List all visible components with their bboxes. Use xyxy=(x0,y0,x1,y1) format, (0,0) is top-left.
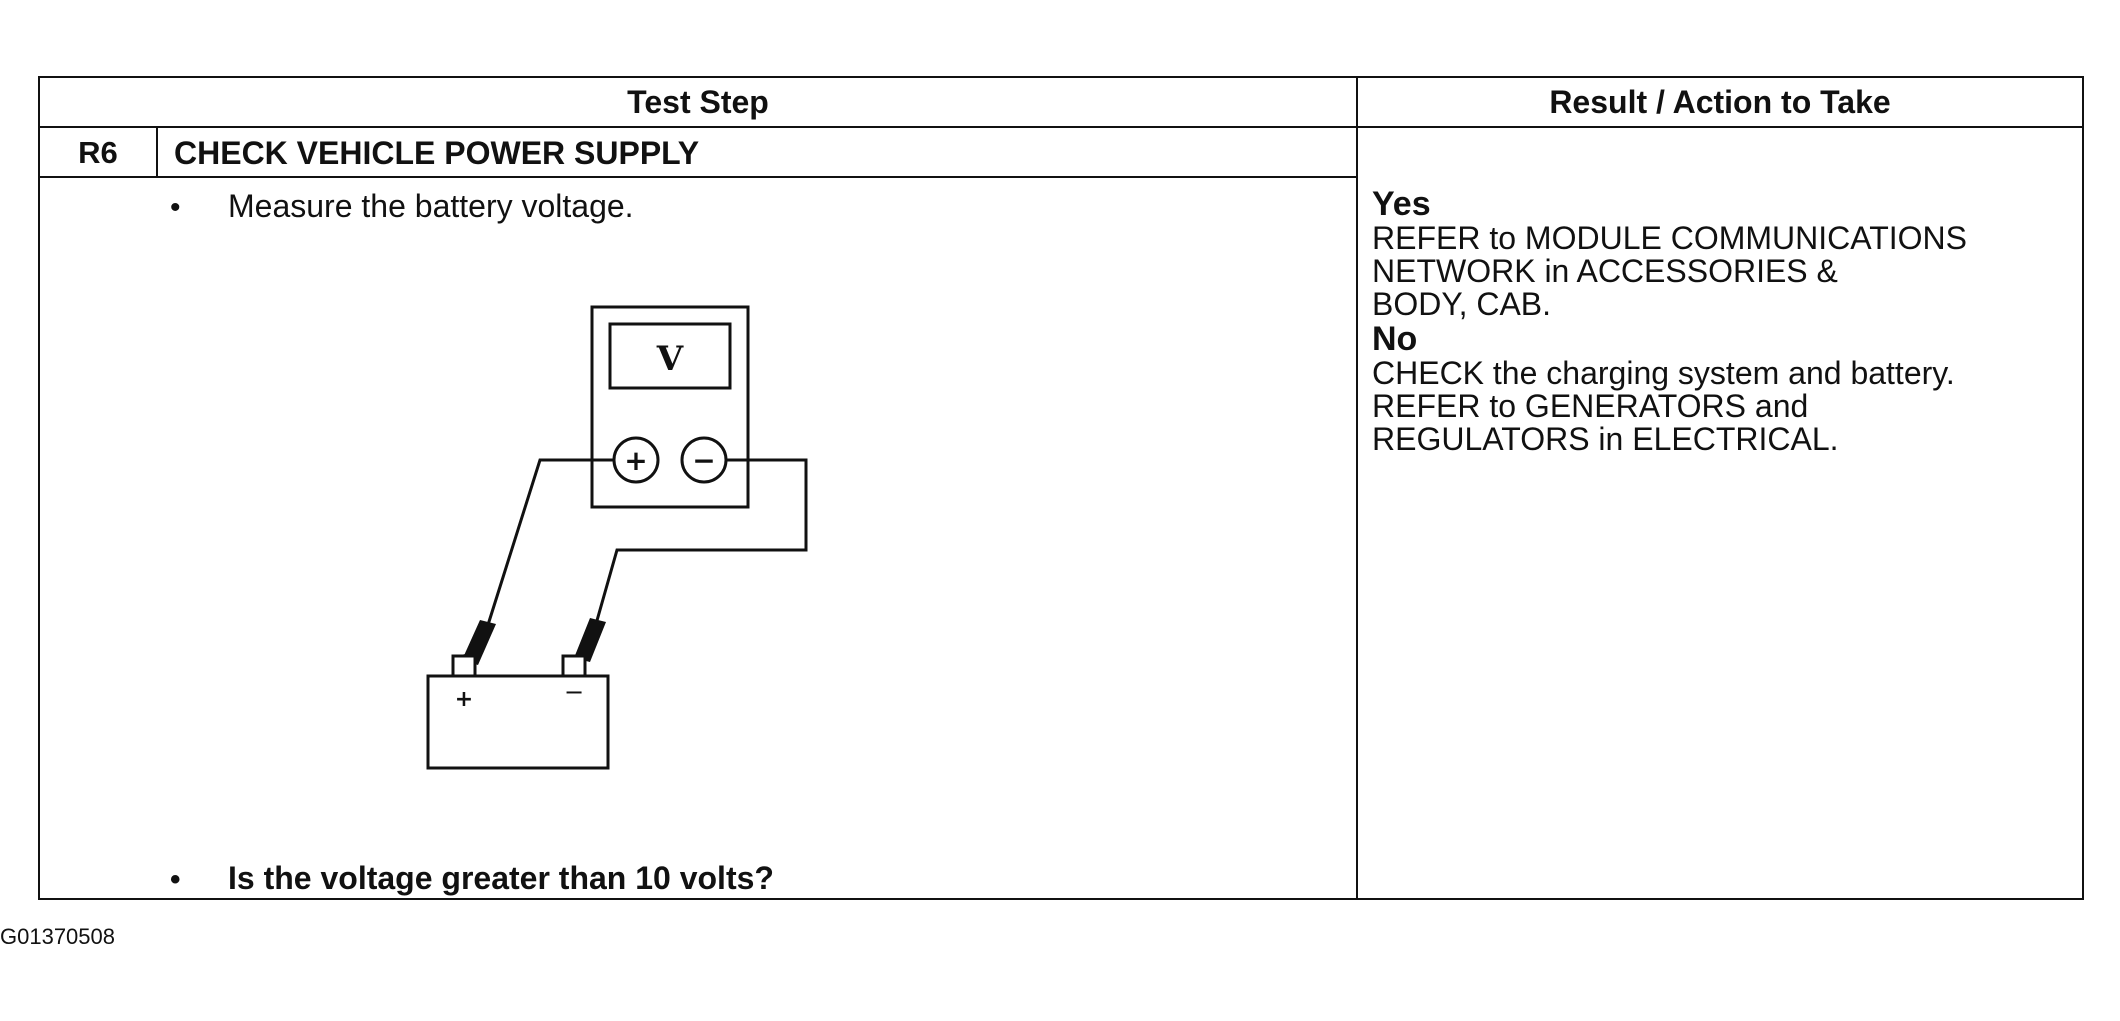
result-column-header: Result / Action to Take xyxy=(1358,78,2082,126)
yes-refer-keyword: REFER xyxy=(1372,220,1481,256)
no-label: No xyxy=(1372,320,1418,358)
step-question: • Is the voltage greater than 10 volts? xyxy=(170,860,774,897)
no-refer-target: GENERATORS and xyxy=(1516,388,1809,424)
yes-action-line-1: REFER to MODULE COMMUNICATIONS xyxy=(1372,222,2072,255)
test-step-table-frame xyxy=(38,76,2084,900)
yes-refer-target: to MODULE COMMUNICATIONS xyxy=(1480,220,1967,256)
test-step-header-text: Test Step xyxy=(627,83,769,120)
step-title-divider xyxy=(38,176,1358,178)
figure-code: G01370508 xyxy=(0,924,115,949)
step-id: R6 xyxy=(78,135,118,170)
yes-action-line-2: NETWORK in ACCESSORIES & xyxy=(1372,253,1838,289)
step-title: CHECK VEHICLE POWER SUPPLY xyxy=(174,134,700,171)
no-action-line-2: REFER to GENERATORS and xyxy=(1372,390,2072,423)
no-action-line-3: REGULATORS in ELECTRICAL. xyxy=(1372,421,1839,457)
bullet-point: • xyxy=(170,191,181,224)
result-header-text: Result / Action to Take xyxy=(1549,83,1891,120)
question-text: Is the voltage greater than 10 volts? xyxy=(228,860,774,896)
no-action-line-1: CHECK the charging system and battery. xyxy=(1372,357,2072,390)
step-instruction-measure: • Measure the battery voltage. xyxy=(170,188,634,225)
yes-action-line-3: BODY, CAB. xyxy=(1372,286,1552,322)
header-divider xyxy=(38,126,2084,128)
no-refer-keyword: REFER to xyxy=(1372,388,1517,424)
column-divider xyxy=(1356,76,1358,900)
instruction-text: Measure the battery voltage. xyxy=(228,188,634,224)
bullet-point: • xyxy=(170,863,181,896)
no-check-rest: the charging system and battery. xyxy=(1484,355,1955,391)
yes-label: Yes xyxy=(1372,185,1431,223)
step-id-divider xyxy=(156,126,158,176)
no-check-keyword: CHECK xyxy=(1372,355,1485,391)
result-action-cell: Yes REFER to MODULE COMMUNICATIONS NETWO… xyxy=(1372,186,2072,456)
test-step-column-header: Test Step xyxy=(40,78,1356,126)
